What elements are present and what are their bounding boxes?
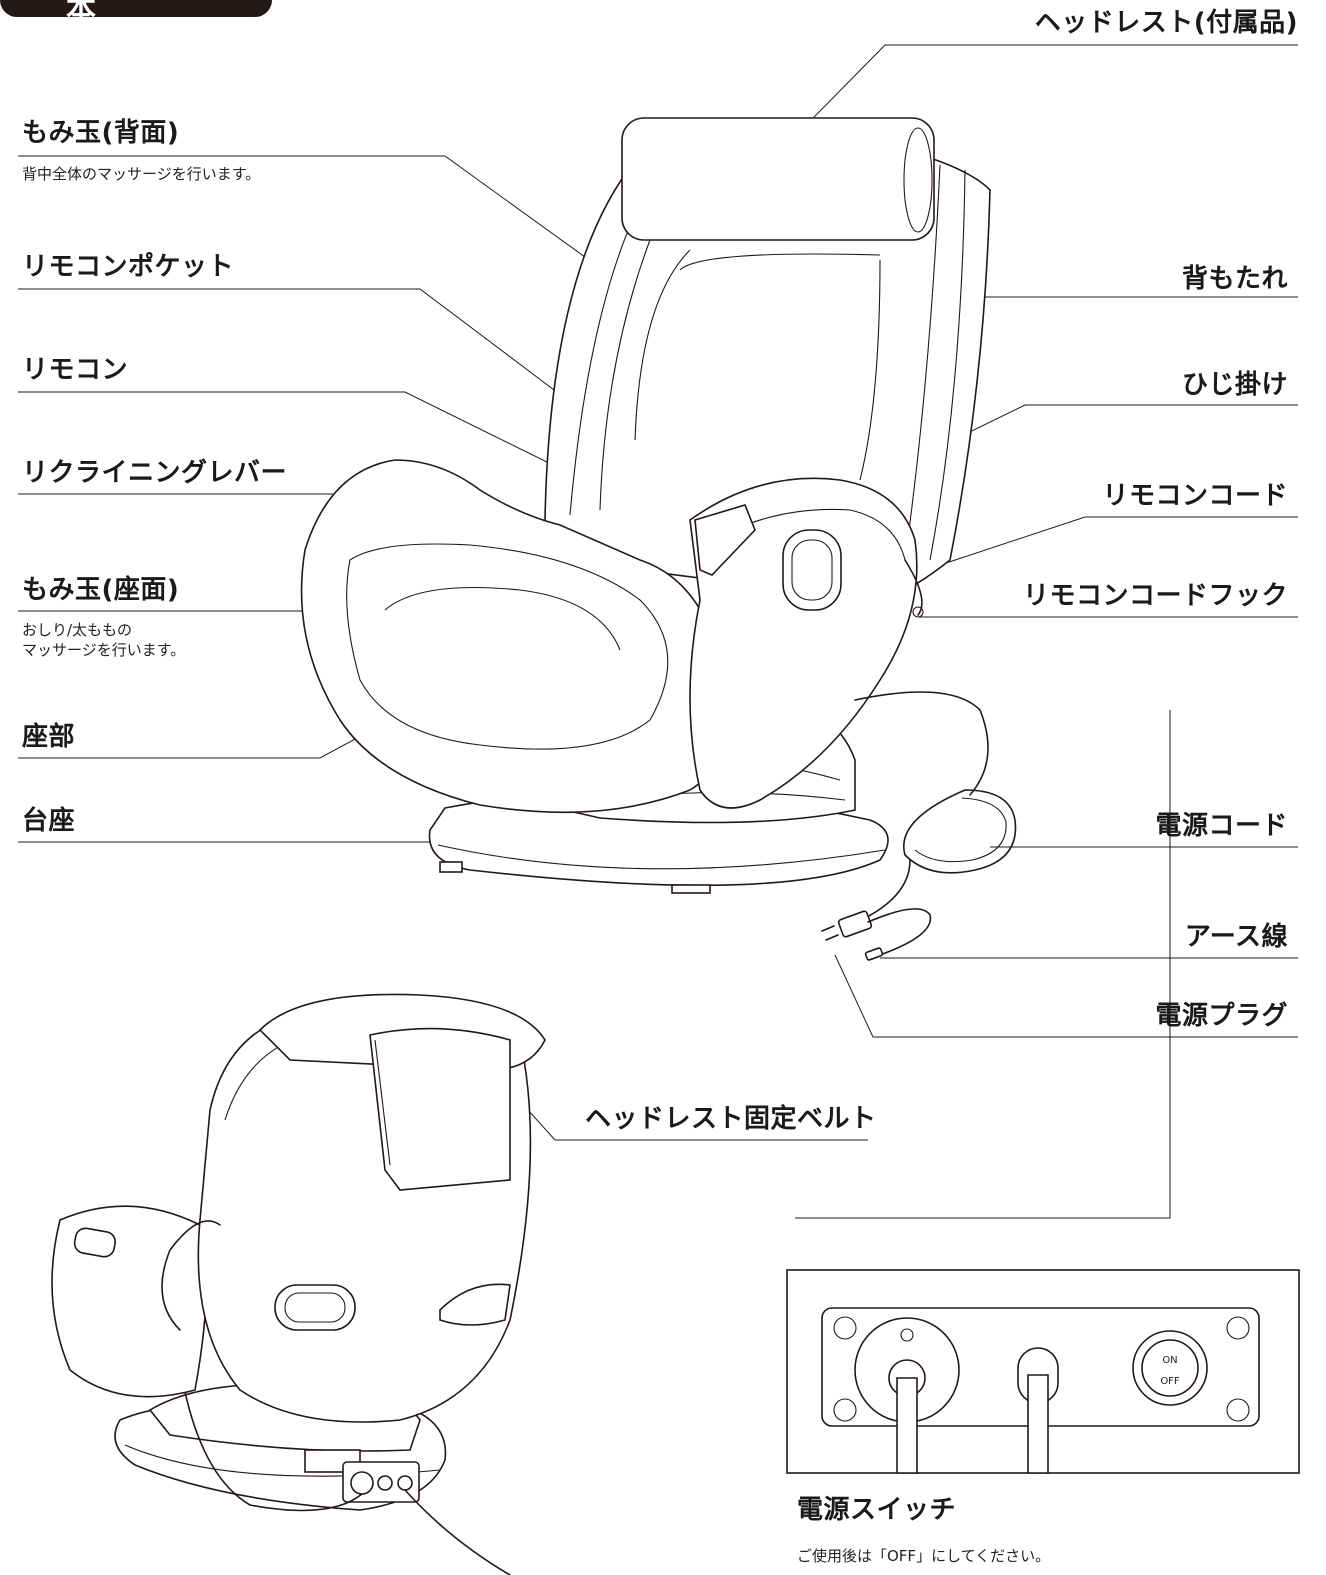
power-cord: [821, 691, 1017, 961]
desc-seat-rollers: おしり/太ももの マッサージを行います。: [22, 621, 186, 659]
switch-off-label: OFF: [1160, 1376, 1180, 1387]
switch-panel: [786, 1269, 1300, 1474]
label-remote-cord: リモコンコード: [1102, 481, 1288, 511]
label-backrest: 背もたれ: [1181, 264, 1288, 294]
section-title-tab: 本体: [0, 0, 272, 17]
label-seat: 座部: [22, 722, 76, 752]
label-power-cord: 電源コード: [1155, 811, 1288, 841]
label-base: 台座: [22, 806, 76, 836]
chair-rear-view: [51, 993, 546, 1575]
label-armrest: ひじ掛け: [1181, 370, 1288, 400]
chair-front-view: [300, 117, 991, 894]
switch-on-label: ON: [1162, 1355, 1178, 1366]
label-power-plug: 電源プラグ: [1155, 1001, 1288, 1031]
label-seat-rollers: もみ玉(座面): [22, 575, 180, 605]
label-remote-pocket: リモコンポケット: [22, 252, 235, 282]
label-power-switch: 電源スイッチ: [797, 1495, 957, 1525]
desc-back-rollers: 背中全体のマッサージを行います。: [22, 165, 261, 183]
label-headrest-belt: ヘッドレスト固定ベルト: [585, 1104, 877, 1134]
label-recline-lever: リクライニングレバー: [22, 458, 288, 488]
label-headrest: ヘッドレスト(付属品): [1034, 8, 1298, 38]
desc-power-switch: ご使用後は「OFF」にしてください。: [797, 1547, 1051, 1565]
label-remote-cord-hook: リモコンコードフック: [1022, 581, 1288, 611]
section-title: 本体: [66, 0, 272, 17]
label-ground-wire: アース線: [1184, 922, 1288, 952]
label-back-rollers: もみ玉(背面): [22, 118, 180, 148]
label-remote: リモコン: [22, 355, 129, 385]
